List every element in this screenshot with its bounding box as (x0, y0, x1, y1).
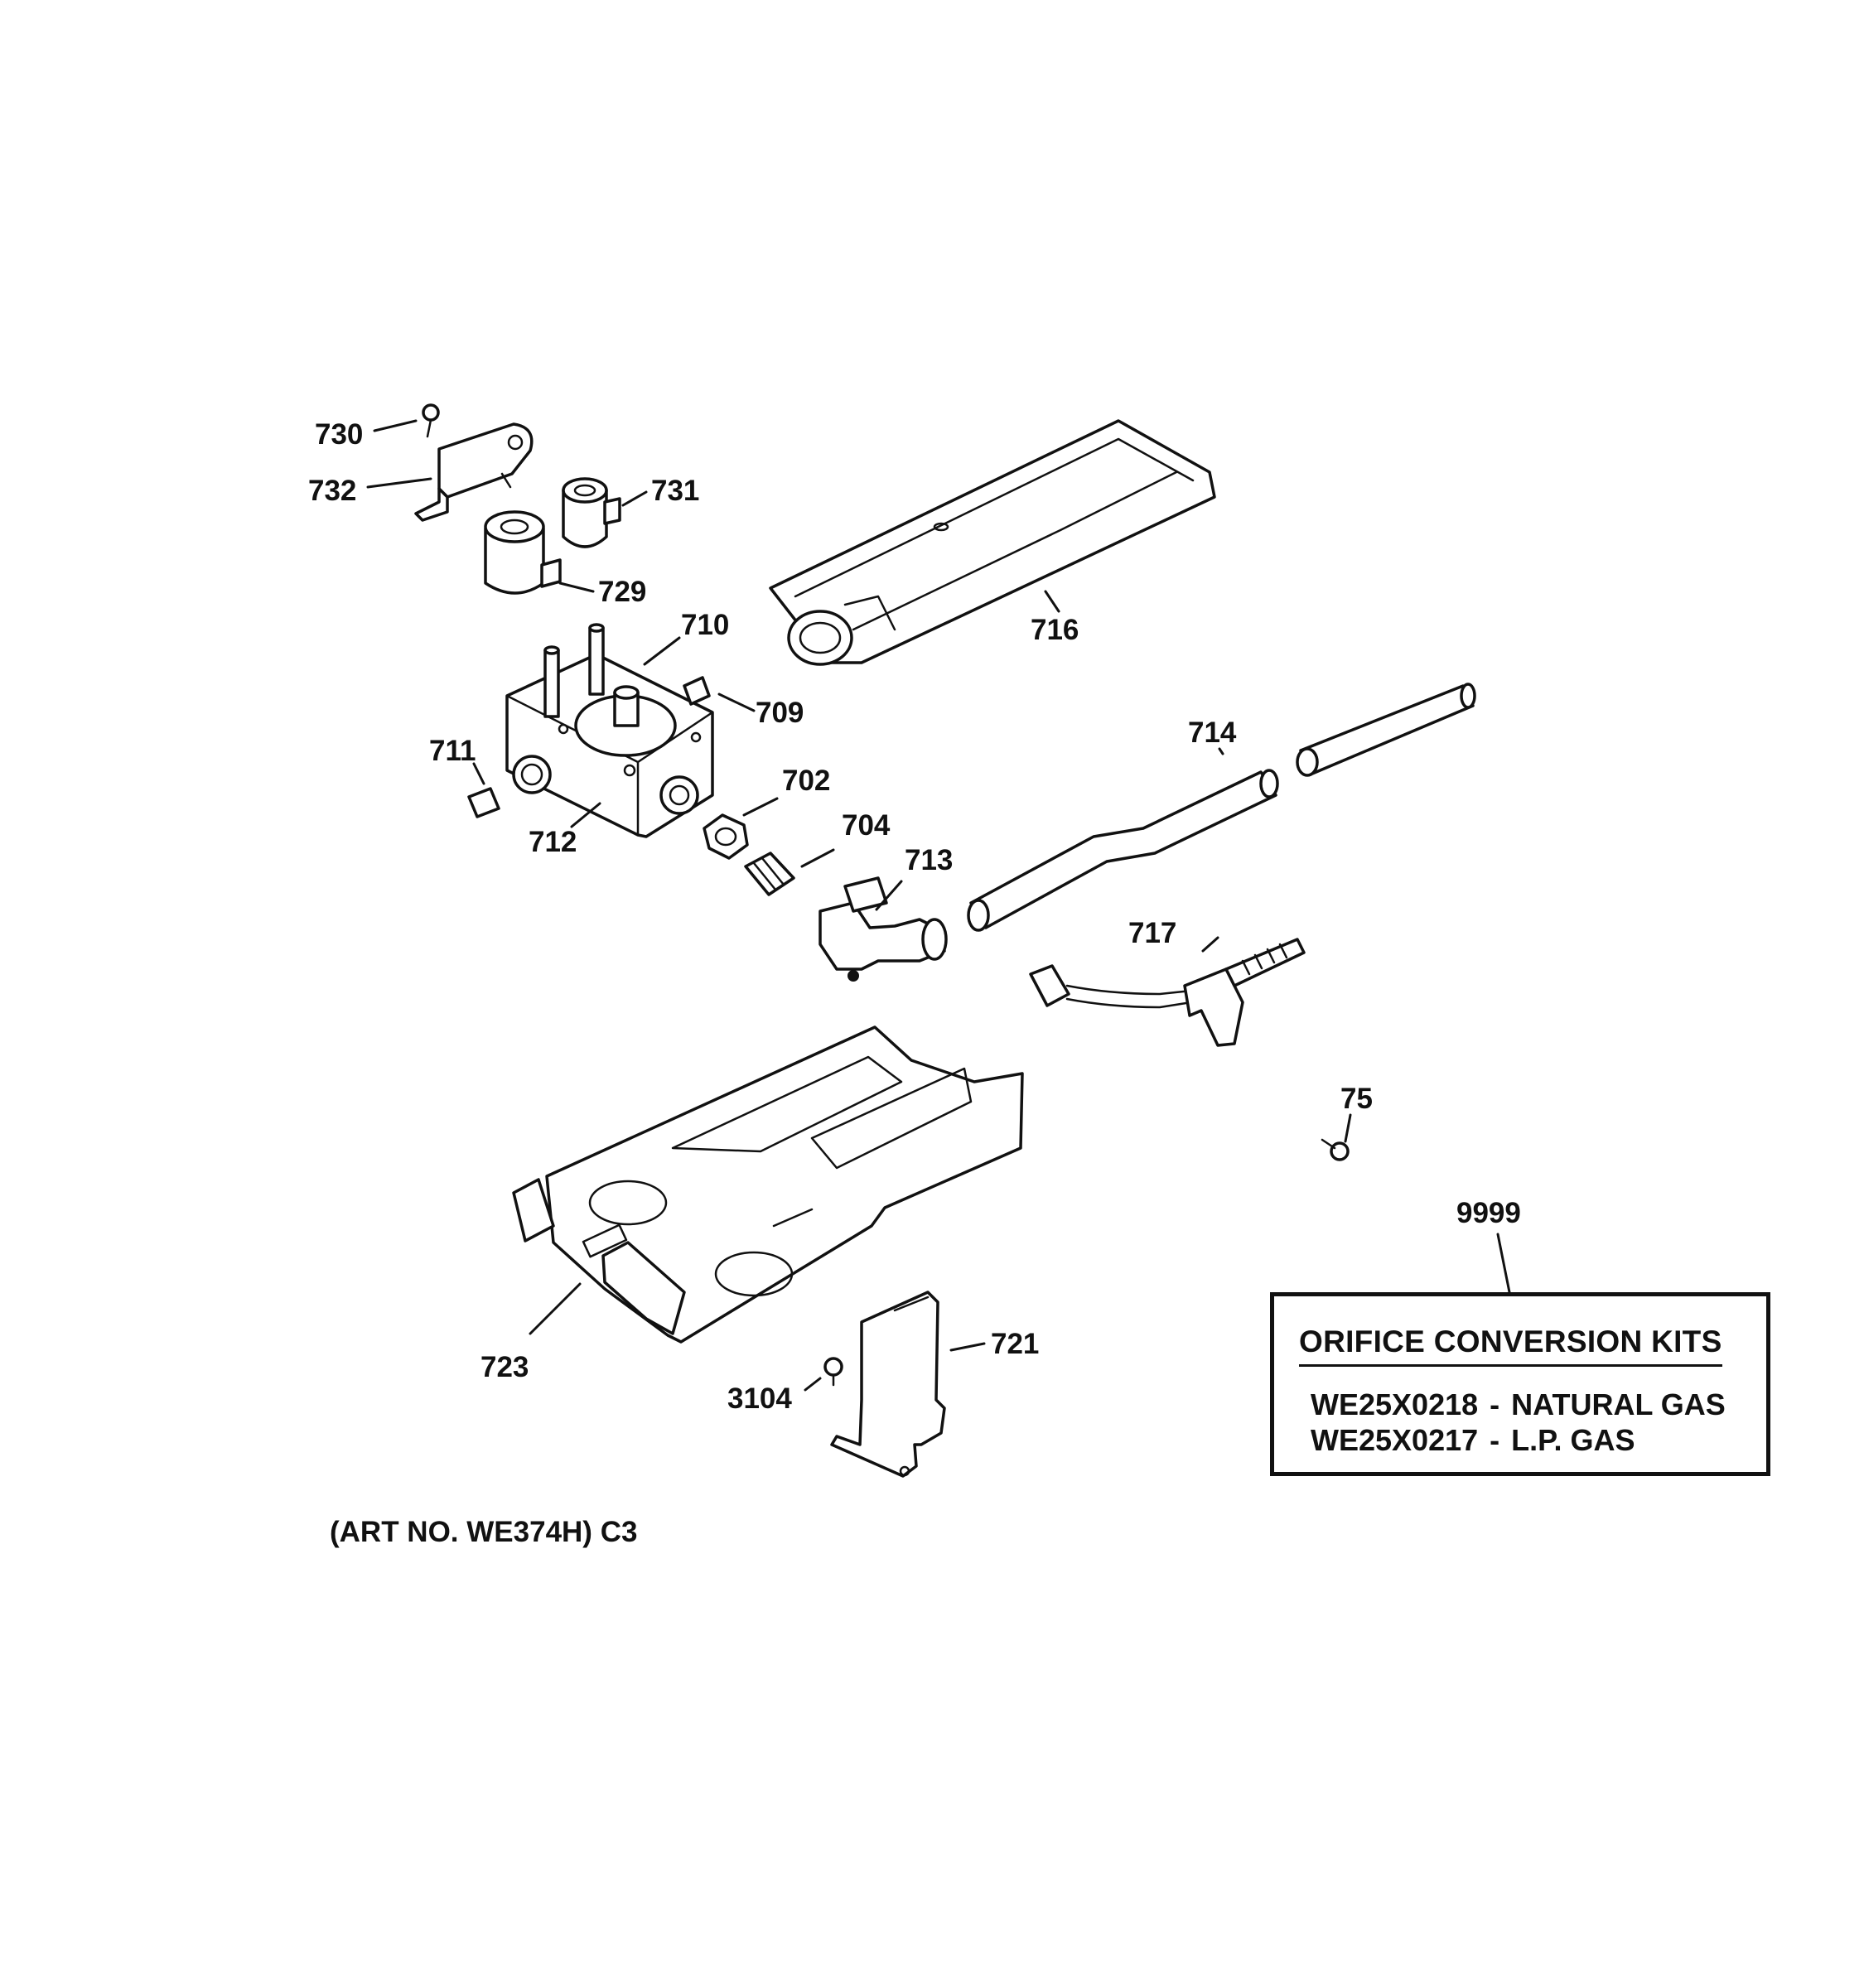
kit-row-natural-gas: WE25X0218-NATURAL GAS (1311, 1387, 1726, 1422)
callout-704: 704 (842, 809, 891, 842)
kit-description: L.P. GAS (1511, 1423, 1635, 1457)
callout-729: 729 (598, 576, 646, 608)
callout-702: 702 (782, 765, 830, 797)
kit-separator: - (1490, 1423, 1500, 1457)
callout-3104: 3104 (727, 1382, 792, 1415)
callout-713: 713 (905, 844, 953, 876)
callout-714: 714 (1188, 717, 1237, 749)
part-731-coil (562, 477, 621, 548)
callout-723: 723 (480, 1351, 529, 1383)
kit-description: NATURAL GAS (1511, 1387, 1726, 1421)
part-717-igniter (1029, 938, 1306, 1047)
callout-721: 721 (991, 1328, 1039, 1360)
callout-712: 712 (529, 826, 577, 858)
kit-part-number: WE25X0218 (1311, 1387, 1479, 1421)
part-711-fitting (467, 787, 500, 818)
part-704-orifice (744, 852, 795, 896)
kit-separator: - (1490, 1387, 1500, 1421)
part-75-screw (1321, 1138, 1350, 1161)
part-713-elbow (819, 876, 948, 982)
part-716-burner (769, 419, 1216, 666)
callout-711: 711 (429, 735, 476, 767)
part-729-coil (484, 510, 562, 595)
callout-709: 709 (756, 697, 804, 729)
kit-row-lp-gas: WE25X0217-L.P. GAS (1311, 1423, 1635, 1458)
leader-lines (366, 419, 1511, 1392)
callout-9999: 9999 (1456, 1197, 1521, 1229)
callout-731: 731 (651, 475, 699, 507)
callout-716: 716 (1031, 614, 1079, 646)
part-714-tube (967, 683, 1476, 932)
orifice-conversion-kits-box: ORIFICE CONVERSION KITS WE25X0218-NATURA… (1270, 1292, 1770, 1476)
part-3104-screw (823, 1357, 843, 1387)
part-712-gas-valve (505, 623, 714, 838)
part-721-shield (830, 1291, 946, 1478)
part-732-bracket (414, 422, 534, 522)
part-730-screw (422, 403, 440, 438)
callout-75: 75 (1340, 1083, 1373, 1115)
part-723-bracket (512, 1025, 1024, 1344)
callout-732: 732 (308, 475, 356, 507)
callout-710: 710 (681, 609, 729, 641)
callout-717: 717 (1128, 917, 1176, 949)
kit-part-number: WE25X0217 (1311, 1423, 1479, 1457)
part-702-nut (703, 813, 749, 860)
kit-box-title: ORIFICE CONVERSION KITS (1299, 1325, 1722, 1367)
part-709-fitting (683, 676, 711, 706)
callout-730: 730 (315, 418, 363, 451)
art-number-note: (ART NO. WE374H) C3 (330, 1516, 638, 1548)
